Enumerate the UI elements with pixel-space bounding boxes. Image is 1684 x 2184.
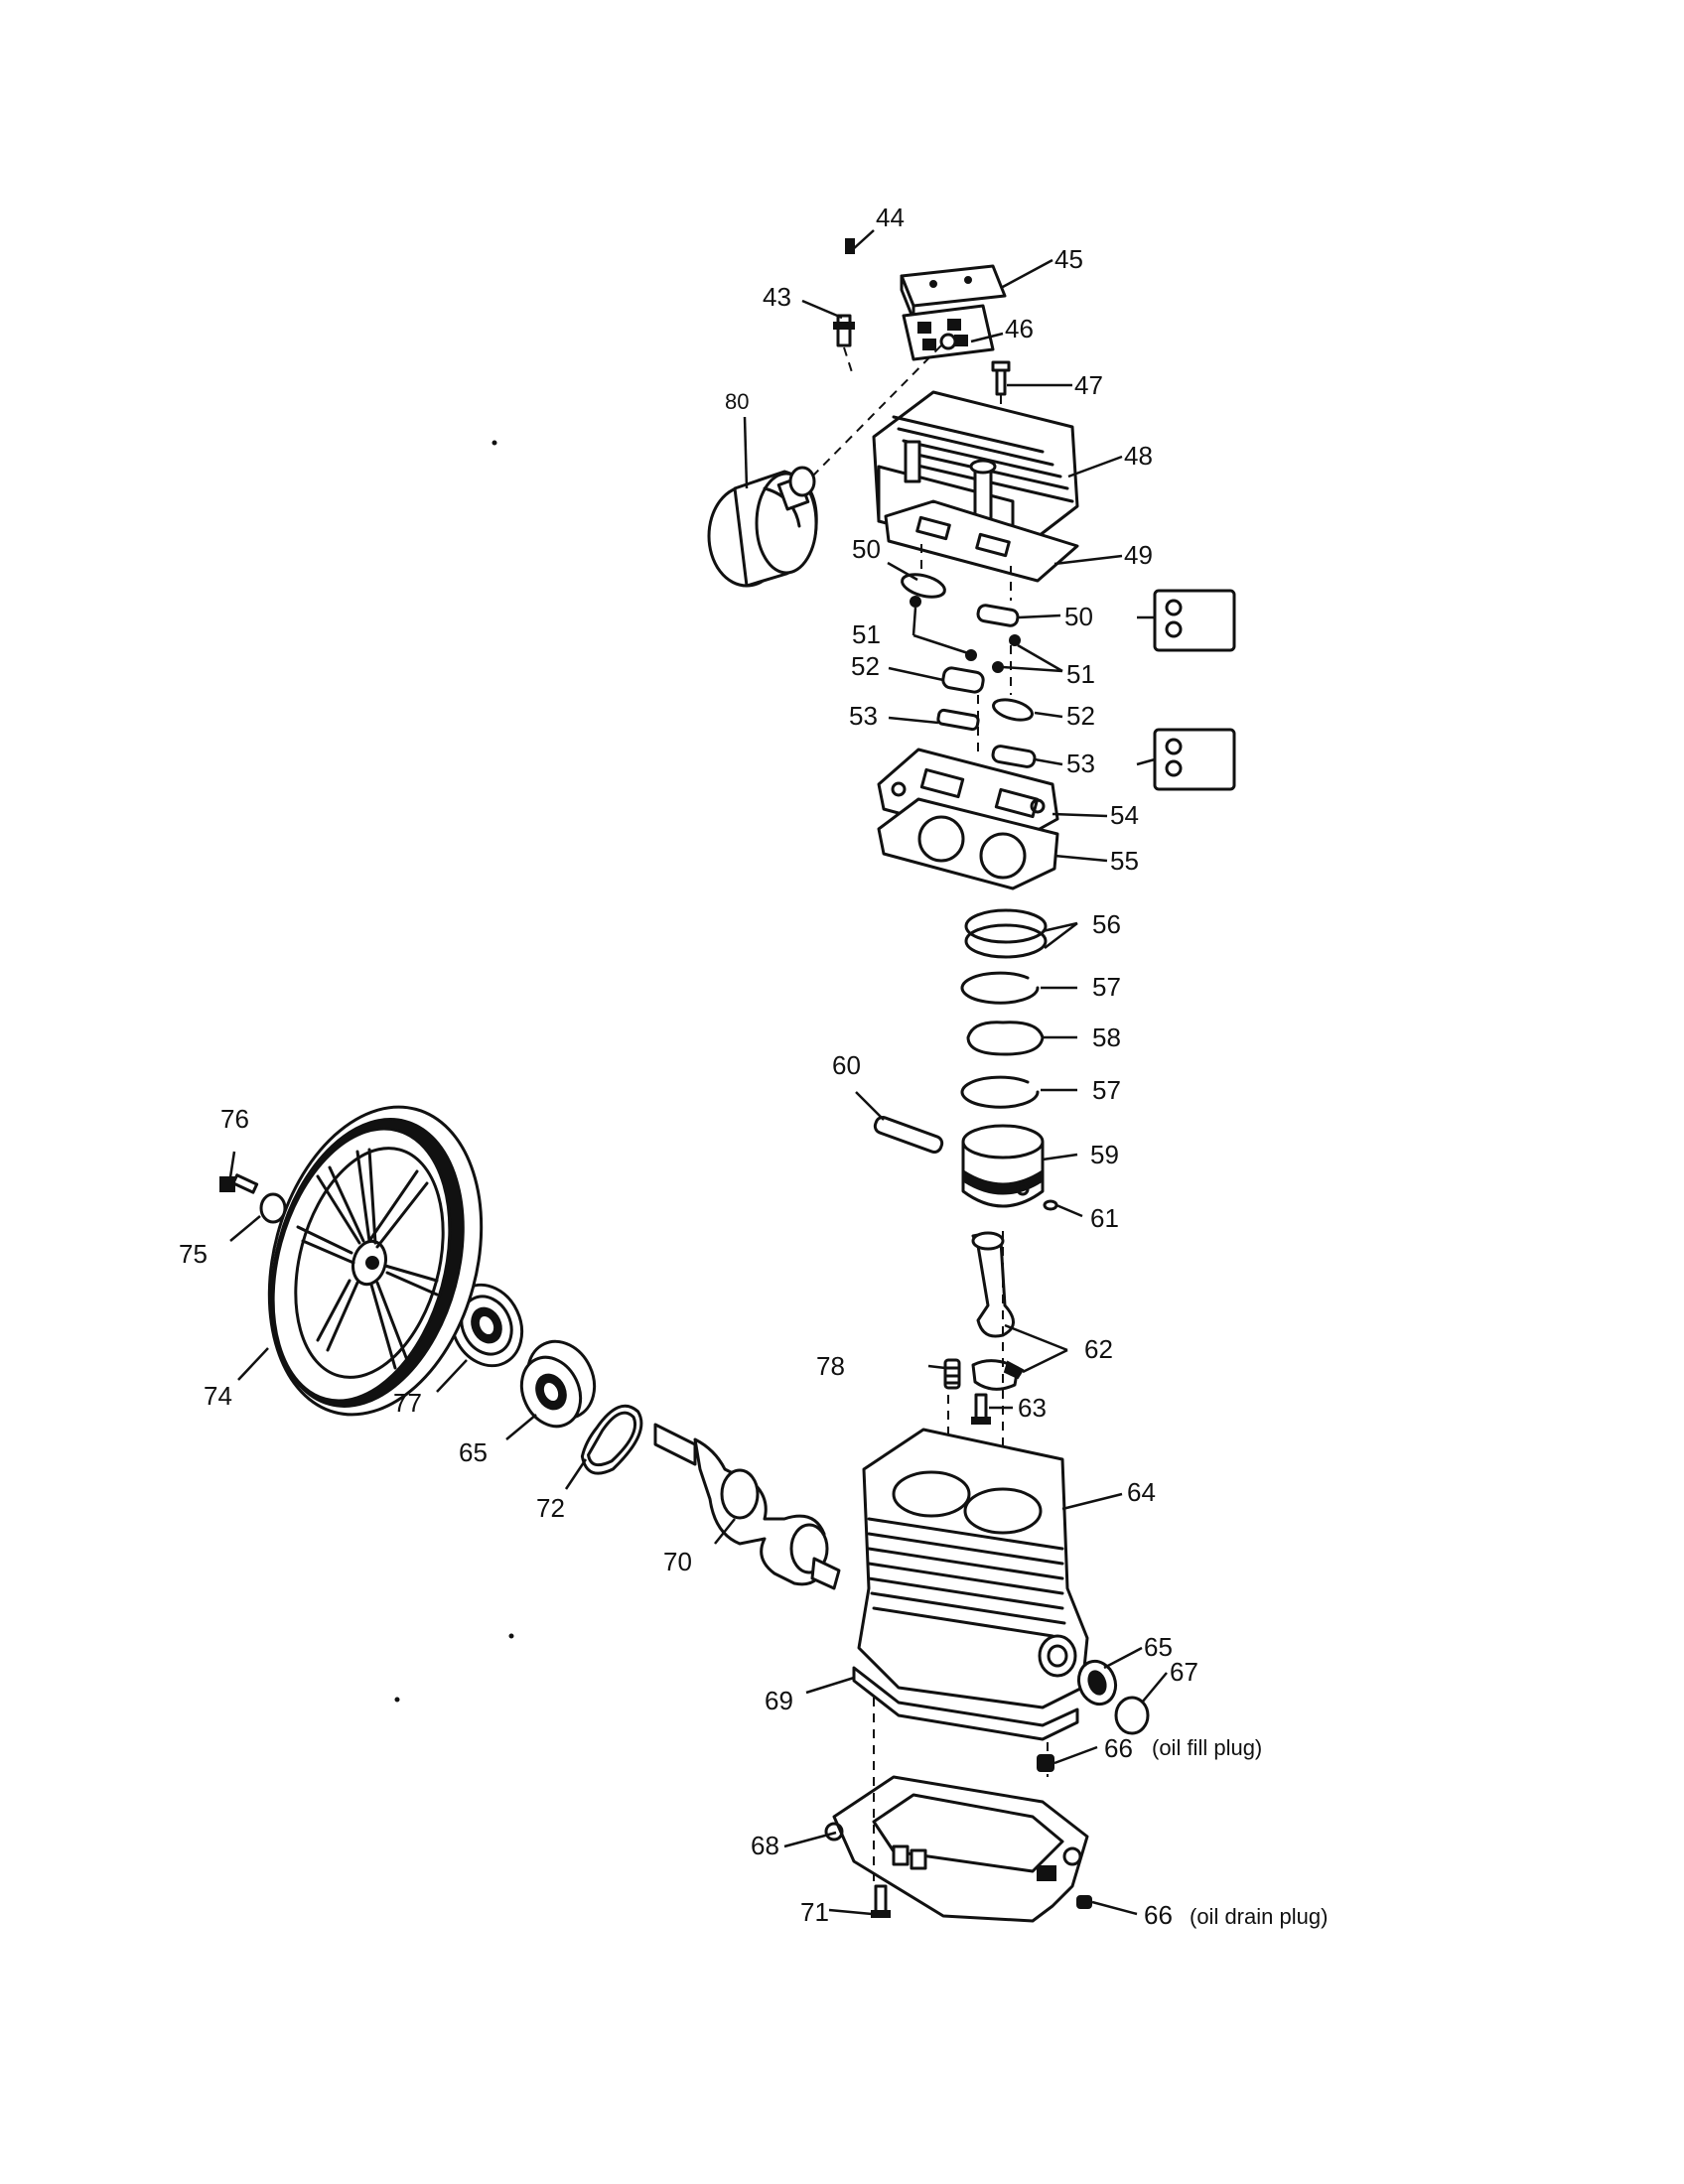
part-74-flywheel bbox=[267, 1105, 484, 1417]
callout-48: 48 bbox=[1124, 441, 1153, 471]
part-59-piston bbox=[961, 1124, 1045, 1208]
part-60-wrist-pin bbox=[873, 1115, 944, 1155]
part-80-intake-filter bbox=[707, 344, 942, 588]
valve-orientation-box-lower bbox=[1153, 728, 1236, 791]
part-53-plate-left bbox=[936, 708, 980, 732]
part-69-gasket bbox=[852, 1666, 1079, 1741]
part-76-bolt bbox=[219, 1173, 259, 1194]
callout-78: 78 bbox=[816, 1351, 845, 1381]
callout-66-drain: 66 bbox=[1144, 1900, 1173, 1930]
part-65-bearing-left bbox=[519, 1339, 597, 1429]
callout-57-lower: 57 bbox=[1092, 1075, 1121, 1105]
callout-47: 47 bbox=[1074, 370, 1103, 400]
part-52-valve-right bbox=[992, 698, 1034, 722]
callout-59: 59 bbox=[1090, 1140, 1119, 1169]
part-71-bolt bbox=[871, 1884, 891, 1918]
leader-lines bbox=[228, 229, 1168, 1916]
part-64-crankcase bbox=[857, 1428, 1089, 1709]
callout-55: 55 bbox=[1110, 846, 1139, 876]
callout-64: 64 bbox=[1127, 1477, 1156, 1507]
part-56-piston-rings bbox=[964, 908, 1048, 959]
part-75-washer bbox=[259, 1192, 287, 1224]
callout-72: 72 bbox=[536, 1493, 565, 1523]
callout-76: 76 bbox=[220, 1104, 249, 1134]
valve-orientation-box-upper bbox=[1153, 589, 1236, 652]
callout-43: 43 bbox=[763, 282, 791, 312]
part-66-oil-fill-plug bbox=[1037, 1754, 1054, 1772]
callout-52-left: 52 bbox=[851, 651, 880, 681]
part-62-connecting-rod bbox=[971, 1231, 1015, 1338]
part-61-retainer bbox=[1043, 1199, 1058, 1211]
part-55-gasket bbox=[877, 797, 1059, 890]
callout-69: 69 bbox=[765, 1686, 793, 1715]
part-50-valve-right bbox=[976, 604, 1020, 627]
callout-54: 54 bbox=[1110, 800, 1139, 830]
callout-75: 75 bbox=[179, 1239, 208, 1269]
part-52-valve-left bbox=[941, 666, 985, 694]
callout-53-left: 53 bbox=[849, 701, 878, 731]
note-oil-fill-plug: (oil fill plug) bbox=[1152, 1735, 1262, 1760]
part-78-pin bbox=[943, 1358, 961, 1390]
part-63-bolt bbox=[971, 1393, 991, 1425]
callout-57-upper: 57 bbox=[1092, 972, 1121, 1002]
callout-77: 77 bbox=[393, 1388, 422, 1418]
callout-51-right: 51 bbox=[1066, 659, 1095, 689]
callout-80: 80 bbox=[725, 389, 749, 414]
part-44-screw bbox=[845, 238, 855, 254]
part-65-bearing-right bbox=[1076, 1659, 1118, 1706]
part-43-fitting bbox=[833, 314, 855, 373]
callout-44: 44 bbox=[876, 203, 905, 232]
part-53-plate-right bbox=[991, 745, 1037, 768]
callout-45: 45 bbox=[1054, 244, 1083, 274]
callout-62: 62 bbox=[1084, 1334, 1113, 1364]
callout-60: 60 bbox=[832, 1050, 861, 1080]
callout-46: 46 bbox=[1005, 314, 1034, 343]
callout-65-right: 65 bbox=[1144, 1632, 1173, 1662]
stray-mark bbox=[508, 1633, 514, 1639]
stray-mark bbox=[394, 1697, 400, 1703]
part-57-ring-upper bbox=[960, 971, 1040, 1005]
callout-51-left: 51 bbox=[852, 619, 881, 649]
callout-65-left: 65 bbox=[459, 1437, 488, 1467]
part-72-o-ring bbox=[580, 1404, 643, 1475]
part-68-base-cover bbox=[824, 1775, 1089, 1923]
callout-63: 63 bbox=[1018, 1393, 1047, 1423]
part-45-cover-plate bbox=[900, 264, 1007, 322]
part-70-crankshaft bbox=[653, 1423, 841, 1590]
stray-mark bbox=[491, 440, 497, 446]
callout-61: 61 bbox=[1090, 1203, 1119, 1233]
part-62-rod-cap bbox=[971, 1359, 1025, 1391]
part-67-cap bbox=[1114, 1696, 1150, 1735]
part-46-gasket bbox=[902, 304, 995, 361]
callout-67: 67 bbox=[1170, 1657, 1198, 1687]
callout-50-right: 50 bbox=[1064, 602, 1093, 631]
callout-58: 58 bbox=[1092, 1023, 1121, 1052]
callout-68: 68 bbox=[751, 1831, 779, 1860]
callout-70: 70 bbox=[663, 1547, 692, 1576]
part-66-oil-drain-plug bbox=[1076, 1895, 1092, 1909]
part-57-ring-lower bbox=[960, 1075, 1040, 1109]
part-50-valve-left bbox=[901, 573, 946, 599]
callout-66-fill: 66 bbox=[1104, 1733, 1133, 1763]
note-oil-drain-plug: (oil drain plug) bbox=[1190, 1904, 1328, 1929]
callout-52-right: 52 bbox=[1066, 701, 1095, 731]
part-58-expander bbox=[966, 1021, 1045, 1056]
part-54-valve-plate bbox=[877, 748, 1059, 846]
callout-71: 71 bbox=[800, 1897, 829, 1927]
part-51-screws bbox=[910, 596, 1021, 673]
callout-53-right: 53 bbox=[1066, 749, 1095, 778]
callout-labels: 44 45 43 46 47 80 48 49 50 50 51 51 52 5… bbox=[179, 203, 1328, 1930]
callout-49: 49 bbox=[1124, 540, 1153, 570]
callout-74: 74 bbox=[204, 1381, 232, 1411]
callout-50-left: 50 bbox=[852, 534, 881, 564]
callout-56: 56 bbox=[1092, 909, 1121, 939]
part-47-bolt bbox=[991, 360, 1011, 417]
